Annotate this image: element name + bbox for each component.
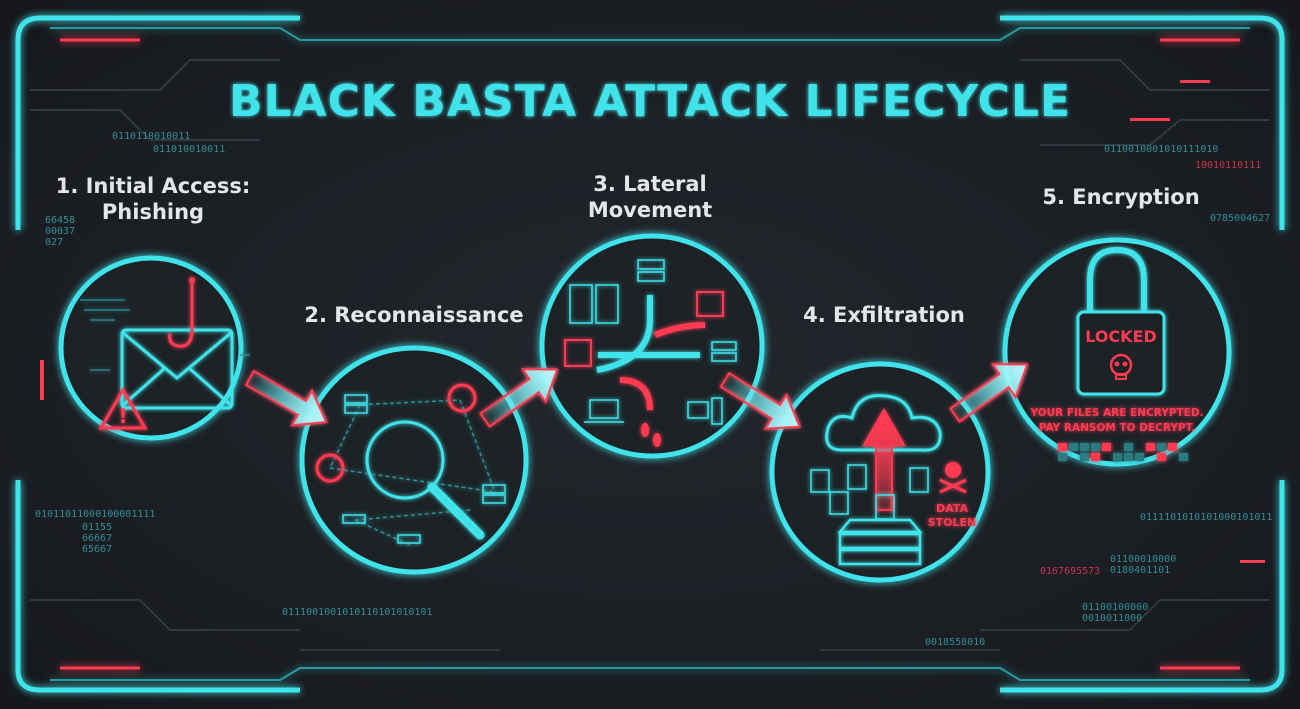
arrow-1-to-2 (244, 369, 328, 427)
document-icon (810, 464, 929, 520)
stage-2-circle (299, 345, 529, 575)
stage-3-icons (564, 259, 737, 447)
svg-text:!: ! (118, 404, 127, 428)
magnifier-icon (365, 420, 485, 540)
target-icon (315, 383, 477, 483)
svg-text:0018558010: 0018558010 (925, 637, 985, 648)
encrypted-block (1168, 443, 1177, 451)
data-stolen-badge-line2: STOLEN (928, 516, 977, 529)
encrypted-block (1102, 443, 1111, 451)
encrypted-block (1179, 453, 1188, 461)
svg-text:65667: 65667 (82, 544, 112, 555)
encrypted-block (1091, 443, 1100, 451)
warning-icon: ! (98, 387, 148, 430)
arrow-4-to-5 (949, 363, 1029, 423)
encrypted-block (1080, 453, 1089, 461)
svg-text:0785004627: 0785004627 (1210, 213, 1270, 224)
stage-1-label: 1. Initial Access: (56, 174, 251, 198)
ransom-note-line1: YOUR FILES ARE ENCRYPTED. (1029, 407, 1203, 419)
svg-text:0111001001010110101010101: 0111001001010110101010101 (282, 607, 433, 618)
stage-2-icons (315, 383, 506, 546)
stage-1-circle (58, 255, 244, 441)
data-stolen-badge: DATA (936, 502, 968, 515)
svg-text:01100010000: 01100010000 (1110, 554, 1176, 565)
encrypted-block (1124, 443, 1133, 451)
svg-text:0110010001010111010: 0110010001010111010 (1104, 144, 1218, 155)
circuit-traces (30, 59, 1270, 651)
svg-text:66667: 66667 (82, 533, 112, 544)
padlock-shackle (1087, 246, 1147, 312)
svg-text:0180401101: 0180401101 (1110, 565, 1170, 576)
fishing-hook-icon (168, 277, 195, 348)
stage-5-icons: LOCKED YOUR FILES ARE ENCRYPTED. PAY RAN… (1029, 246, 1204, 461)
page-title: BLACK BASTA ATTACK LIFECYCLE (229, 76, 1071, 127)
server-icon (342, 394, 506, 544)
encrypted-block (1124, 453, 1133, 461)
upload-arrow-icon (862, 407, 906, 511)
server-icon (569, 259, 737, 362)
stage-4-label: 4. Exfiltration (803, 303, 965, 327)
red-marks (40, 80, 1265, 563)
stage-3-label: 3. Lateral (593, 172, 706, 196)
footprints-icon (641, 423, 661, 447)
arrow-2-to-3 (479, 368, 559, 428)
svg-text:011010010011: 011010010011 (153, 144, 225, 155)
stage-5-label: 5. Encryption (1042, 185, 1199, 209)
svg-text:10010110111: 10010110111 (1195, 160, 1261, 171)
encrypted-block (1113, 453, 1122, 461)
encrypted-block (1157, 453, 1166, 461)
encrypted-block (1058, 453, 1067, 461)
svg-text:0010011000: 0010011000 (1082, 613, 1142, 624)
encrypted-block (1135, 453, 1144, 461)
svg-text:0110110010011: 0110110010011 (112, 131, 190, 142)
arrow-3-to-4 (719, 371, 802, 430)
cloud-icon (825, 393, 942, 452)
flow-arrows (244, 363, 1029, 430)
encrypted-block (1080, 443, 1089, 451)
svg-text:01100100000: 01100100000 (1082, 602, 1148, 613)
decor-binary: 0110110010011 011010010011 66458 00037 0… (35, 131, 1272, 648)
svg-text:0167695573: 0167695573 (1040, 566, 1100, 577)
stage-2-label: 2. Reconnaissance (304, 303, 523, 327)
svg-text:00037: 00037 (45, 226, 75, 237)
frame-border (15, 15, 1285, 693)
svg-text:01011011000100001111: 01011011000100001111 (35, 509, 155, 520)
encrypted-block (1146, 443, 1155, 451)
stage-4-icons: DATA STOLEN (810, 393, 977, 566)
svg-text:66458: 66458 (45, 215, 75, 226)
movement-paths (596, 295, 706, 411)
svg-text:01155: 01155 (82, 522, 112, 533)
skull-icon (1109, 353, 1133, 380)
firewall-icon (564, 291, 724, 367)
server-icon (837, 518, 923, 566)
svg-text:027: 027 (45, 237, 63, 248)
stage-3-label-line2: Movement (588, 198, 712, 222)
encrypted-block (1091, 453, 1100, 461)
padlock-icon (1076, 310, 1166, 396)
encrypted-block (1157, 443, 1166, 451)
laptop-icon (584, 397, 723, 425)
locked-label: LOCKED (1085, 327, 1157, 346)
encrypted-blocks (1058, 443, 1188, 461)
stage-1-icons: ! (80, 277, 250, 430)
stage-1-label-line2: Phishing (102, 200, 204, 224)
ransom-note-line2: PAY RANSOM TO DECRYPT. (1039, 422, 1195, 434)
network-lines (329, 399, 496, 546)
encrypted-block (1069, 443, 1078, 451)
skull-crossbones-icon (939, 462, 967, 494)
svg-text:0111101010101000101011: 0111101010101000101011 (1140, 512, 1272, 523)
encrypted-block (1058, 443, 1067, 451)
